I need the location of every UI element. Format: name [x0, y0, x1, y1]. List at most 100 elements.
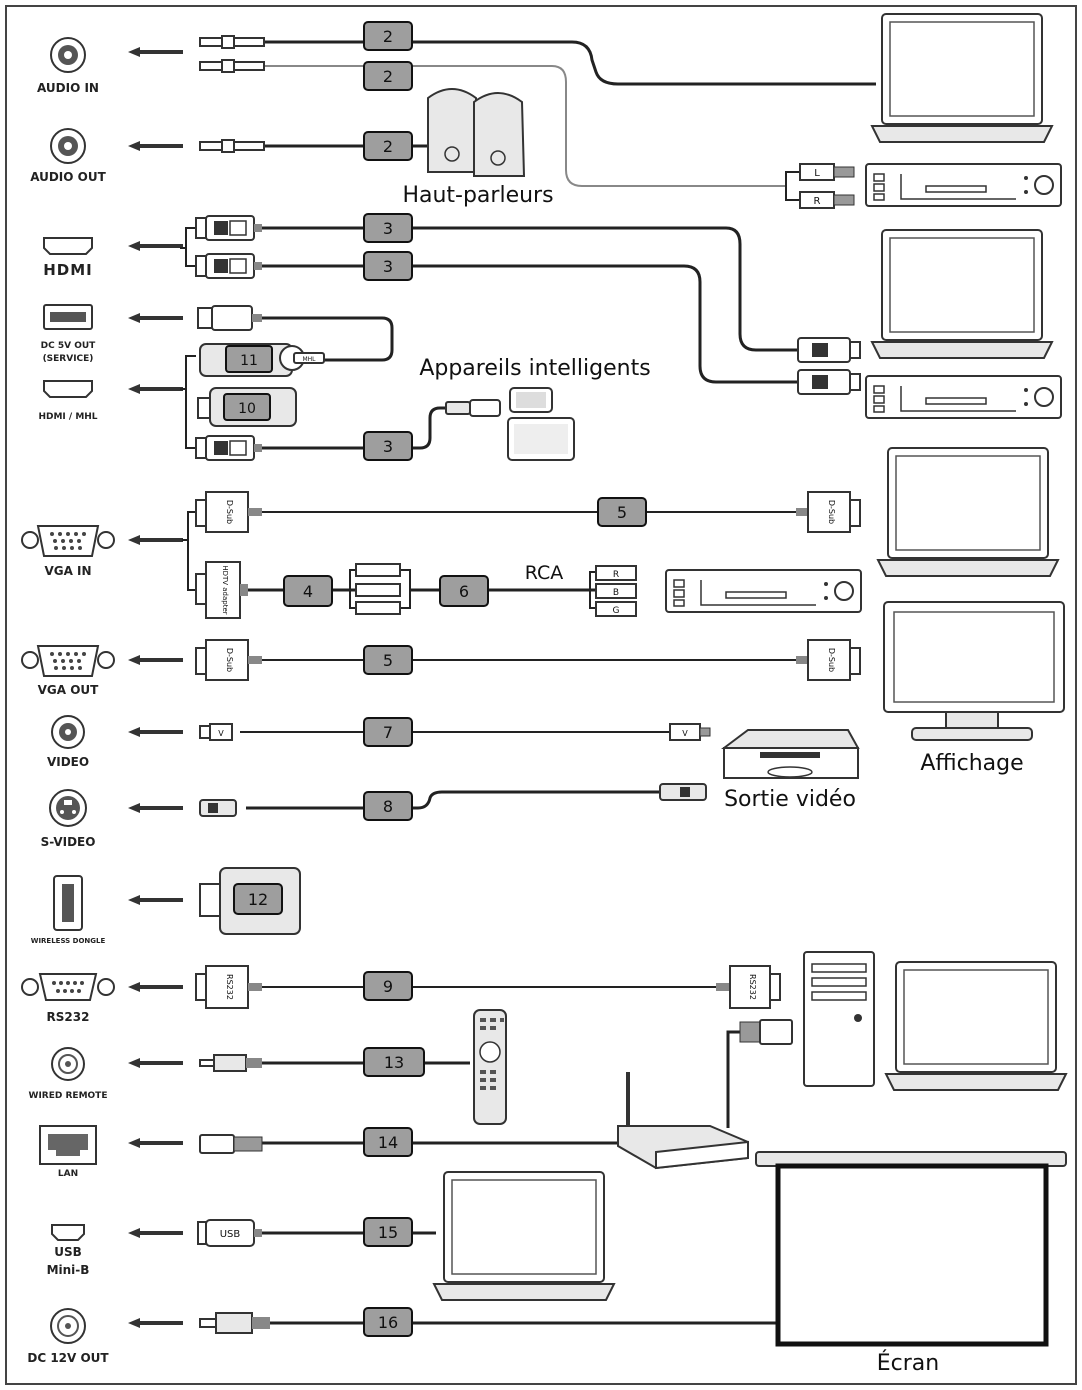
- lan-port: LAN: [39, 1125, 97, 1179]
- port-label-hdmi: HDMI: [43, 261, 93, 279]
- speakers-icon: [427, 88, 526, 177]
- cable-number: 2: [363, 131, 413, 161]
- label-display: Affichage: [920, 751, 1023, 776]
- cable-number: 14: [363, 1127, 413, 1157]
- hdmi-plug-icon: [195, 435, 263, 461]
- audio-in-port: AUDIO IN: [37, 37, 99, 95]
- cable-number: 6: [439, 575, 489, 607]
- port-label-usb: USB: [54, 1245, 82, 1259]
- svg-text:V: V: [682, 729, 688, 738]
- arrow-left-icon: [128, 535, 183, 545]
- cable-number-boxes: 2 2 2 3 3 11 MHL 10 3 5 4 6 5 7 8: [197, 21, 647, 1337]
- cable-number: 9: [363, 971, 413, 1001]
- svg-text:2: 2: [383, 67, 393, 86]
- cable-number: 5: [363, 645, 413, 675]
- cable-number: 16: [363, 1307, 413, 1337]
- svg-text:12: 12: [248, 890, 268, 909]
- video-player-icon: [721, 729, 860, 779]
- device-labels: Haut-parleurs Appareils intelligents RCA…: [402, 183, 1023, 1376]
- cable-number: 15: [363, 1217, 413, 1247]
- cables: [180, 40, 876, 1325]
- svg-text:11: 11: [240, 353, 258, 369]
- monitor-icon: [883, 601, 1065, 741]
- dsub-label: D-Sub: [225, 648, 234, 672]
- hdtv-adapter-label: HDTV adapter: [221, 565, 229, 614]
- svg-text:MHL: MHL: [302, 356, 316, 363]
- hdmi-port-icon: [43, 380, 93, 398]
- port-label-vga-in: VGA IN: [44, 564, 91, 578]
- port-arrows: [128, 47, 183, 1328]
- remote-plug-icon: [199, 1054, 262, 1072]
- desktop-pc-icon: [803, 951, 875, 1087]
- diagram-frame: [5, 5, 1077, 1385]
- laptop-icon: [433, 1171, 615, 1301]
- s-video-plug-icon: [199, 799, 237, 817]
- rs232-plug-label: RS232: [225, 974, 234, 1000]
- svg-text:R: R: [613, 570, 619, 580]
- audio-plug-icon: [199, 35, 265, 49]
- laptop-icon: [885, 961, 1067, 1091]
- dsub-plug-icon: D-Sub: [195, 491, 262, 533]
- rs232-port-icon: [38, 973, 98, 1001]
- port-label-audio-out: AUDIO OUT: [30, 170, 106, 184]
- arrow-left-icon: [128, 1228, 183, 1238]
- plugs: D-Sub HDTV adapter D-Sub V: [195, 35, 270, 1334]
- dsub-plug-icon: D-Sub: [796, 639, 861, 681]
- label-rca: RCA: [525, 562, 564, 584]
- port-label-video: VIDEO: [47, 755, 89, 769]
- cable-number: 5: [597, 497, 647, 527]
- cable-number: 2: [363, 21, 413, 51]
- port-label-dc5v-service: (SERVICE): [43, 354, 94, 364]
- port-label-wired-remote: WIRED REMOTE: [29, 1091, 108, 1101]
- rs232-plug-icon: RS232: [195, 965, 262, 1009]
- video-plug-label: V: [218, 729, 224, 738]
- cable-number: 3: [363, 213, 413, 243]
- svg-text:16: 16: [378, 1313, 398, 1332]
- dc12v-port: DC 12V OUT: [27, 1308, 109, 1365]
- rs232-port: RS232: [21, 973, 115, 1024]
- arrow-left-icon: [128, 313, 183, 323]
- svg-text:15: 15: [378, 1223, 398, 1242]
- svg-text:2: 2: [383, 27, 393, 46]
- laptop-icon: [871, 229, 1053, 359]
- hdmi-port: HDMI: [43, 237, 93, 279]
- port-label-lan: LAN: [58, 1169, 78, 1179]
- arrow-left-icon: [128, 727, 183, 737]
- arrow-left-icon: [128, 803, 183, 813]
- svg-text:5: 5: [383, 651, 393, 670]
- svg-text:3: 3: [383, 257, 393, 276]
- usb-mini-port-icon: [51, 1224, 85, 1241]
- audio-plug-icon: [199, 59, 265, 73]
- svg-text:14: 14: [378, 1133, 398, 1152]
- svg-text:R: R: [814, 196, 821, 207]
- rca-plug-set-icon: [355, 563, 401, 615]
- label-speakers: Haut-parleurs: [402, 183, 553, 208]
- port-label-wireless: WIRELESS DONGLE: [31, 937, 106, 945]
- vga-in-port: VGA IN: [21, 525, 115, 578]
- dvd-player-icon: [665, 569, 862, 613]
- port-label-s-video: S-VIDEO: [41, 835, 96, 849]
- cable-number: 7: [363, 717, 413, 747]
- svg-text:B: B: [613, 588, 619, 598]
- lan-plug-icon: [739, 1019, 793, 1045]
- svg-text:8: 8: [383, 797, 393, 816]
- hdmi-plug-icon: [195, 253, 263, 279]
- usb-mini-plug-icon: USB: [197, 1219, 262, 1247]
- port-label-vga-out: VGA OUT: [38, 683, 100, 697]
- hdtv-adapter-icon: HDTV adapter: [195, 561, 248, 619]
- vga-out-port: VGA OUT: [21, 645, 115, 697]
- s-video-port: S-VIDEO: [41, 789, 96, 849]
- label-smart-devices: Appareils intelligents: [419, 356, 650, 381]
- cable-number: 4: [283, 575, 333, 607]
- arrow-left-icon: [128, 1138, 183, 1148]
- svg-text:3: 3: [383, 437, 393, 456]
- rs232-plug-icon: RS232: [716, 965, 781, 1009]
- dsub-label: D-Sub: [225, 500, 234, 524]
- label-video-out: Sortie vidéo: [724, 787, 856, 812]
- svg-text:9: 9: [383, 977, 393, 996]
- smart-devices-icon: [507, 387, 575, 461]
- rgb-plug-set-icon: R B G: [595, 565, 637, 617]
- dc-plug-icon: [199, 1312, 270, 1334]
- svg-text:G: G: [613, 606, 620, 616]
- svg-text:6: 6: [459, 582, 469, 601]
